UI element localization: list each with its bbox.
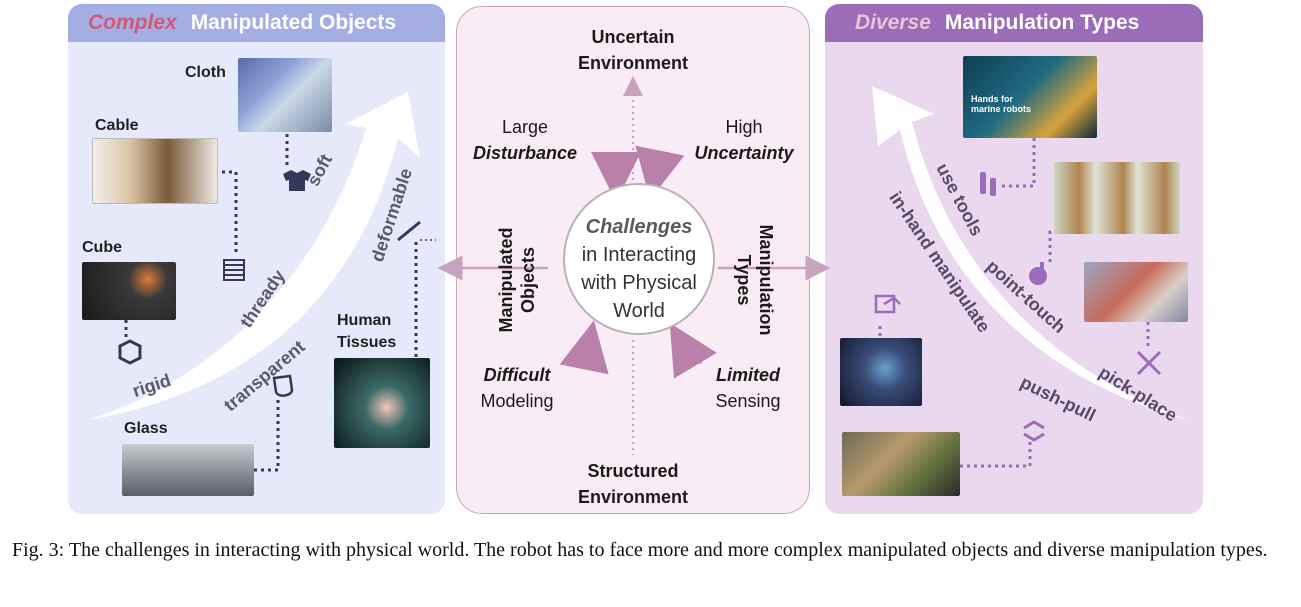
right-panel-header: Diverse Manipulation Types xyxy=(825,4,1203,42)
side-left-line1: Manipulated xyxy=(496,227,516,333)
uncertain-environment: Uncertain Environment xyxy=(560,24,706,76)
tl-curve-arrow xyxy=(590,151,641,202)
br-curve-arrow xyxy=(669,322,717,379)
figure-caption: Fig. 3: The challenges in interacting wi… xyxy=(12,539,1268,561)
point-touch-photo xyxy=(1054,162,1180,234)
point-touch-icon xyxy=(1029,262,1047,285)
glass-connector xyxy=(254,398,280,472)
circle-line1: Challenges xyxy=(585,216,693,238)
left-big-arrow xyxy=(88,92,420,420)
right-big-arrow xyxy=(872,86,1188,420)
push-pull-icon xyxy=(1023,420,1045,442)
high-uncertainty: High Uncertainty xyxy=(684,114,804,166)
pick-place-icon xyxy=(1136,350,1162,376)
glass-label: Glass xyxy=(124,420,168,437)
uncertain-line1: Uncertain xyxy=(591,27,675,47)
structured-line2: Environment xyxy=(577,487,688,507)
challenges-circle: Challenges in Interacting with Physical … xyxy=(563,183,715,335)
circle-line2: in Interacting xyxy=(581,244,697,266)
cube-label: Cube xyxy=(82,239,122,256)
limited-sensing: Limited Sensing xyxy=(696,362,800,414)
bl-curve-arrow xyxy=(559,320,609,375)
thread-spool-icon xyxy=(223,259,245,281)
scalpel-icon xyxy=(397,220,436,242)
in-hand-photo xyxy=(840,338,922,406)
uncertain-line2: Environment xyxy=(577,53,688,73)
marine-photo-text-line1: Hands for xyxy=(971,94,1014,104)
glass-photo xyxy=(122,444,254,496)
side-left-line2: Objects xyxy=(518,246,538,314)
cable-photo xyxy=(92,138,218,204)
limited-line1: Limited xyxy=(715,365,780,385)
cable-connector xyxy=(215,170,238,252)
structured-environment: Structured Environment xyxy=(560,458,706,510)
circle-line4: World xyxy=(613,300,665,322)
pick-place-photo xyxy=(1084,262,1188,322)
limited-line2: Sensing xyxy=(715,391,781,411)
in-hand-icon xyxy=(874,294,901,314)
large-line1: Large xyxy=(501,117,549,137)
cloth-label: Cloth xyxy=(185,64,226,81)
left-panel-title: Manipulated Objects xyxy=(190,11,397,34)
large-line2: Disturbance xyxy=(472,143,578,163)
left-panel-header: Complex Manipulated Objects xyxy=(68,4,445,42)
high-line1: High xyxy=(725,117,763,137)
glass-icon xyxy=(272,374,294,397)
difficult-modeling: Difficult Modeling xyxy=(462,362,572,414)
cube-photo xyxy=(82,262,176,320)
cable-label: Cable xyxy=(95,117,139,134)
left-panel-keyword: Complex xyxy=(88,11,177,34)
high-line2: Uncertainty xyxy=(694,143,794,163)
circle-line3: with Physical xyxy=(581,272,697,294)
tr-curve-arrow xyxy=(635,145,685,200)
right-panel-keyword: Diverse xyxy=(855,11,931,34)
side-right-line1: Manipulation xyxy=(756,224,776,336)
tools-icon xyxy=(980,172,996,196)
side-right-line2: Types xyxy=(734,254,754,306)
manipulated-objects-side-label: Manipulated Objects xyxy=(495,215,539,345)
right-panel-title: Manipulation Types xyxy=(944,11,1140,34)
tissues-label-line2: Tissues xyxy=(337,334,397,351)
marine-photo-text-line2: marine robots xyxy=(971,104,1032,114)
push-pull-connector xyxy=(960,440,1032,468)
difficult-line2: Modeling xyxy=(480,391,554,411)
marine-robot-photo: Hands for marine robots xyxy=(963,56,1097,138)
use-tools-connector xyxy=(1002,126,1036,188)
diverse-types-panel: Diverse Manipulation Types xyxy=(825,4,1203,514)
structured-line1: Structured xyxy=(587,461,679,481)
human-tissues-photo xyxy=(334,358,430,448)
large-disturbance: Large Disturbance xyxy=(460,114,590,166)
shirt-icon xyxy=(283,170,311,191)
tissues-label-line1: Human xyxy=(337,312,392,329)
cube-icon xyxy=(118,339,142,365)
difficult-line1: Difficult xyxy=(483,365,551,385)
point-touch-connector xyxy=(1048,230,1060,262)
manipulation-types-side-label: Manipulation Types xyxy=(733,215,777,345)
push-pull-photo xyxy=(842,432,960,496)
cloth-photo xyxy=(238,58,332,132)
